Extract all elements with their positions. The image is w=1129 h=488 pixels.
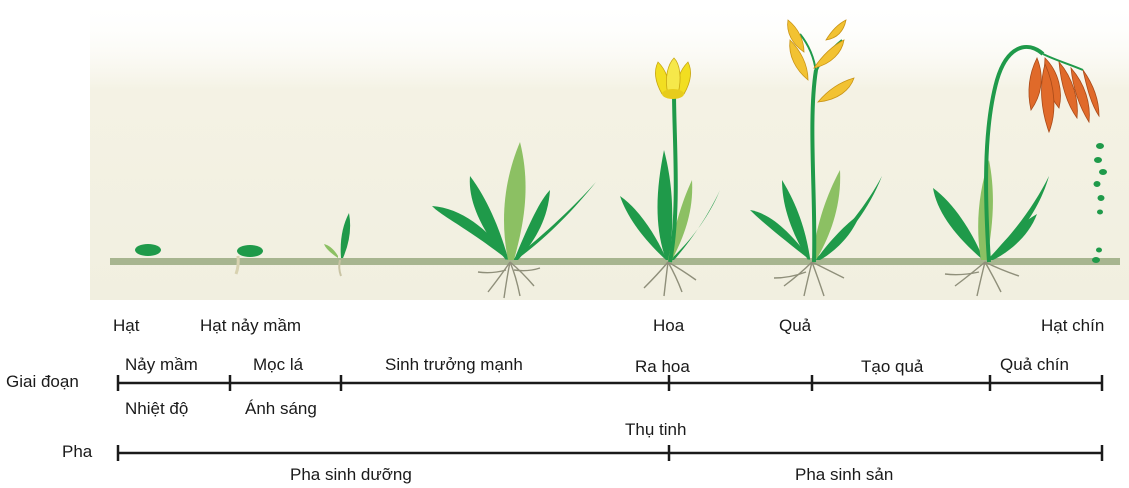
stage-timeline bbox=[118, 375, 1102, 391]
stage-label-4: Ra hoa bbox=[635, 358, 690, 375]
phase-reproductive: Pha sinh sản bbox=[795, 466, 893, 483]
stage-label-3: Sinh trưởng mạnh bbox=[385, 356, 523, 373]
label-ripe-seed: Hạt chín bbox=[1041, 317, 1104, 334]
stage-label-6: Quả chín bbox=[1000, 356, 1069, 373]
stage-label-1: Nảy mầm bbox=[125, 356, 198, 373]
phase-row-label: Pha bbox=[62, 443, 92, 460]
label-seed: Hạt bbox=[113, 317, 139, 334]
phase-vegetative: Pha sinh dưỡng bbox=[290, 466, 412, 483]
phase-timeline bbox=[118, 445, 1102, 461]
stage-label-2: Mọc lá bbox=[253, 356, 303, 373]
factor-temperature: Nhiệt độ bbox=[125, 400, 188, 417]
seed bbox=[135, 244, 161, 256]
stage-row-label: Giai đoạn bbox=[6, 373, 79, 390]
fertilization-label: Thụ tinh bbox=[625, 421, 686, 438]
label-fruit: Quả bbox=[779, 317, 811, 334]
factor-light: Ánh sáng bbox=[245, 400, 317, 417]
label-germinating-seed: Hạt nảy mầm bbox=[200, 317, 301, 334]
label-flower: Hoa bbox=[653, 317, 684, 334]
stage-label-5: Tạo quả bbox=[861, 358, 923, 375]
ground-line bbox=[110, 258, 1120, 265]
